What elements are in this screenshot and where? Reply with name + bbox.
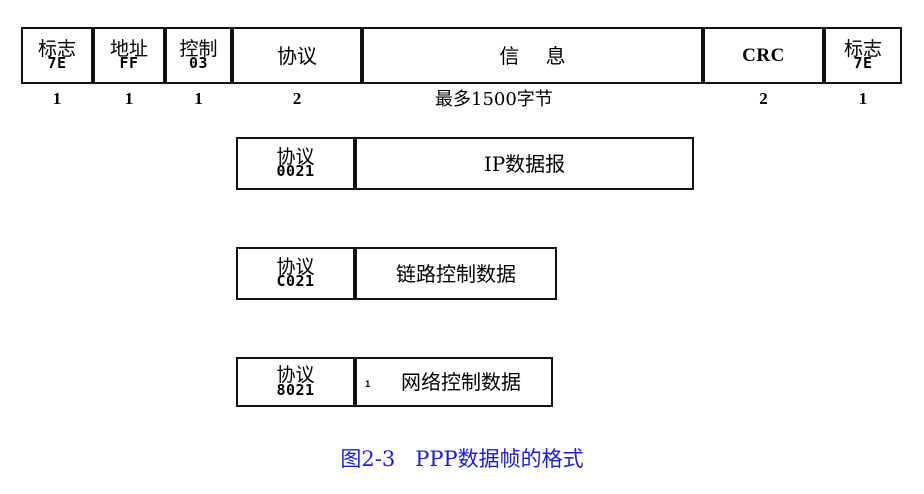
frame-field-control-label: 控制 bbox=[179, 37, 218, 60]
frame-field-address-label: 地址 bbox=[109, 37, 148, 60]
frame-field-crc: CRC bbox=[703, 27, 824, 84]
frame-bytes-information: 最多1500字节 bbox=[435, 89, 553, 110]
payload-scan-artifact-mark: 1 bbox=[365, 380, 371, 390]
frame-field-information-label: 信 息 bbox=[499, 43, 576, 68]
frame-field-crc-label: CRC bbox=[742, 45, 785, 66]
frame-field-control-value: 03 bbox=[188, 54, 209, 73]
payload-protocol-code-ip: 0021 bbox=[276, 162, 315, 181]
payload-protocol-cell-ip: 协议 0021 bbox=[236, 137, 355, 190]
payload-protocol-code-ncp: 8021 bbox=[276, 380, 315, 399]
frame-field-address-value: FF bbox=[119, 54, 139, 73]
frame-bytes-flag-end: 1 bbox=[858, 89, 868, 108]
payload-data-cell-ip: IP数据报 bbox=[355, 137, 694, 190]
payload-protocol-code-lcp: C021 bbox=[276, 272, 315, 291]
frame-field-protocol: 协议 bbox=[232, 27, 362, 84]
frame-field-flag-start-value: 7E bbox=[47, 54, 67, 73]
frame-bytes-protocol: 2 bbox=[292, 89, 302, 108]
frame-field-flag-start-label: 标志 bbox=[37, 37, 76, 60]
frame-field-flag-end: 标志 7E bbox=[824, 27, 902, 84]
frame-field-flag-start: 标志 7E bbox=[21, 27, 93, 84]
figure-caption: 图2-3 PPP数据帧的格式 bbox=[340, 447, 584, 471]
frame-bytes-crc: 2 bbox=[759, 89, 768, 108]
frame-bytes-address: 1 bbox=[124, 89, 134, 108]
frame-field-information: 信 息 bbox=[362, 27, 703, 84]
payload-data-label-ncp: 网络控制数据 bbox=[401, 370, 521, 394]
frame-field-control: 控制 03 bbox=[165, 27, 232, 84]
frame-field-address: 地址 FF bbox=[93, 27, 165, 84]
payload-data-cell-ncp: 网络控制数据 1 bbox=[355, 357, 553, 407]
frame-bytes-flag-start: 1 bbox=[52, 89, 62, 108]
frame-bytes-control: 1 bbox=[194, 89, 203, 108]
frame-field-protocol-label: 协议 bbox=[277, 43, 317, 68]
payload-data-label-lcp: 链路控制数据 bbox=[396, 261, 516, 286]
payload-data-cell-lcp: 链路控制数据 bbox=[355, 247, 557, 300]
frame-field-flag-end-value: 7E bbox=[853, 54, 873, 73]
payload-protocol-label-lcp: 协议 bbox=[276, 255, 315, 278]
payload-protocol-label-ip: 协议 bbox=[276, 145, 315, 168]
payload-protocol-cell-ncp: 协议 8021 bbox=[236, 357, 355, 407]
payload-protocol-label-ncp: 协议 bbox=[276, 364, 315, 387]
frame-field-flag-end-label: 标志 bbox=[843, 37, 882, 60]
payload-data-label-ip: IP数据报 bbox=[483, 151, 566, 176]
payload-protocol-cell-lcp: 协议 C021 bbox=[236, 247, 355, 300]
